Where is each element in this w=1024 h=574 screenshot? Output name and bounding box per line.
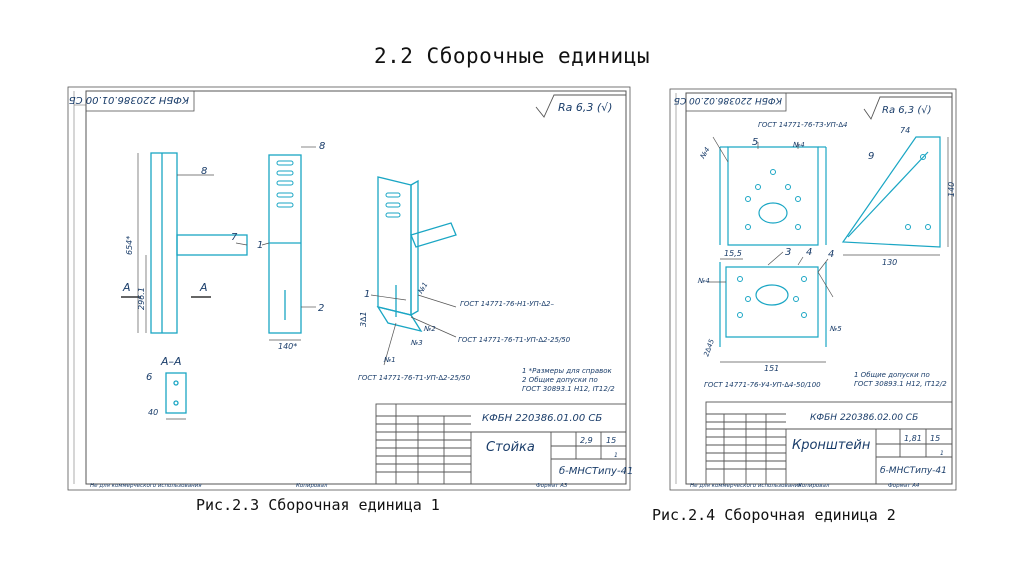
pos-6: 6	[146, 372, 152, 383]
dim-140: 140	[947, 182, 956, 197]
mass-2: 1,81	[904, 434, 922, 443]
section-mark-right: А	[199, 281, 208, 294]
strip-note-2: Не для коммерческого использования	[690, 483, 802, 489]
dim-155: 15,5	[724, 249, 742, 258]
weld-num-2-4: №5	[829, 325, 842, 333]
pos-3: 3	[785, 247, 791, 258]
weld-num-2-1: №4	[698, 146, 711, 161]
weld-note-3: ГОСТ 14771-76-Т1-УП-∆2-25/50	[358, 374, 471, 382]
drawing-sheet-2: КФБН 220386.02.00 СБ Ra 6,3 (√) 5 9 3 4 …	[668, 87, 958, 492]
dim-151: 151	[764, 364, 779, 373]
scale: 15	[606, 436, 616, 445]
weld-note-2-1: ГОСТ 14771-76-Т3-УП-∆4	[758, 121, 847, 129]
section-mark-left: А	[122, 281, 131, 294]
doc-code: КФБН 220386.01.00 СБ	[482, 413, 602, 424]
org: б-МНСТипу-41	[559, 465, 632, 477]
assembly-name: Стойка	[486, 440, 535, 455]
pos-4a: 4	[806, 247, 812, 258]
roughness: Ra 6,3 (√)	[558, 101, 612, 114]
mass: 2,9	[580, 436, 593, 445]
pos-8b: 8	[319, 141, 325, 152]
sheet-total-2: 1	[940, 450, 944, 457]
dim-40: 40	[148, 408, 158, 417]
weld-num-2-3: №4	[697, 277, 710, 285]
dim-2961: 296.1	[137, 287, 146, 310]
dim-74: 74	[900, 126, 910, 135]
dim-weld: 3∆1	[359, 311, 368, 327]
pos-1b: 1	[364, 289, 370, 300]
weld-num-2: №2	[423, 325, 436, 333]
weld-num-4: №1	[383, 356, 396, 364]
pos-2: 2	[318, 303, 324, 314]
note-3: ГОСТ 30893.1 Н12, IТ12/2	[522, 385, 615, 393]
assembly-name-2: Кронштейн	[792, 438, 871, 453]
pos-5: 5	[752, 137, 758, 148]
drawing-sheet-1: КФБН 220386.01.00 СБ Ra 6,3 (√) 8 7 1 2 …	[66, 85, 633, 492]
dim-weld-2: 2∆45	[702, 337, 716, 357]
drawing-kronshtein: КФБН 220386.02.00 СБ Ra 6,3 (√) 5 9 3 4 …	[669, 88, 957, 491]
dim-140: 140*	[278, 342, 297, 351]
weld-num-3: №3	[410, 339, 423, 347]
sheet-total: 1	[614, 452, 618, 459]
pos-1a: 1	[257, 240, 263, 251]
note-2: 2 Общие допуски по	[522, 376, 598, 384]
roughness-2: Ra 6,3 (√)	[882, 105, 932, 116]
pos-9: 9	[868, 151, 874, 162]
pos-7: 7	[231, 232, 238, 243]
note-2-2: ГОСТ 30893.1 Н12, IТ12/2	[854, 380, 947, 388]
strip-note: Не для коммерческого использования	[90, 483, 202, 489]
dim-654: 654*	[125, 236, 134, 255]
org-2: б-МНСТипу-41	[880, 466, 947, 476]
scale-2: 15	[930, 434, 940, 443]
drawing-stoyka: КФБН 220386.01.00 СБ Ra 6,3 (√) 8 7 1 2 …	[67, 86, 633, 491]
copied: Копировал	[296, 483, 328, 489]
weld-note-2: ГОСТ 14771-76-Т1-УП-∆2-25/50	[458, 336, 571, 344]
weld-note-1: ГОСТ 14771-76-Н1-УП-∆2–	[460, 300, 554, 308]
pos-4b: 4	[828, 249, 834, 260]
weld-note-2-2: ГОСТ 14771-76-У4-УП-∆4-50/100	[704, 381, 821, 389]
copied-2: Копировал	[798, 483, 830, 489]
format: Формат А3	[536, 483, 568, 489]
figure-caption-2: Рис.2.4 Сборочная единица 2	[652, 506, 896, 524]
side-code: КФБН 220386.01.00 СБ	[69, 94, 189, 105]
figure-caption-1: Рис.2.3 Сборочная единица 1	[196, 496, 440, 514]
pos-8a: 8	[201, 166, 207, 177]
page-title: 2.2 Сборочные единицы	[373, 44, 650, 68]
doc-code-2: КФБН 220386.02.00 СБ	[810, 413, 918, 423]
dim-130: 130	[882, 258, 897, 267]
note-2-1: 1 Общие допуски по	[854, 371, 930, 379]
weld-num-2-2: №4	[792, 141, 805, 149]
side-code-2: КФБН 220386.02.00 СБ	[674, 95, 782, 105]
note-1: 1 *Размеры для справок	[522, 367, 613, 375]
section-title: А–А	[160, 355, 182, 368]
format-2: Формат А4	[888, 483, 920, 489]
